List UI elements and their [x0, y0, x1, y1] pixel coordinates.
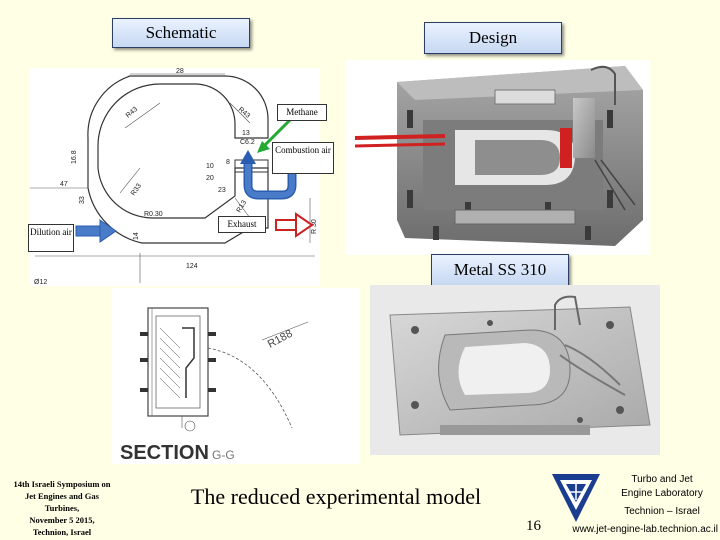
lab-line3: Technion – Israel [606, 506, 718, 517]
lab-line2-text: Engine Laboratory [621, 488, 703, 499]
section-suffix: G-G [212, 448, 235, 462]
metal-label-text: Metal SS 310 [453, 260, 547, 279]
dilution-air-arrow [75, 219, 117, 243]
lab-url[interactable]: www.jet-engine-lab.technion.ac.il [548, 524, 718, 535]
metal-photo [370, 285, 660, 455]
schematic-drawing-svg: 28 R43 R43 13 C6.2 8 10 16.8 20 47 33 R3… [30, 68, 318, 286]
dim-text: C6.2 [240, 139, 255, 146]
symposium-line: Technion, Israel [32, 527, 92, 537]
dim-text: 33 [79, 196, 86, 204]
slide-title-text: The reduced experimental model [190, 484, 482, 509]
section-dim: R188 [266, 328, 295, 351]
design-label-text: Design [468, 28, 518, 47]
symposium-info: 14th Israeli Symposium on Jet Engines an… [4, 478, 120, 538]
design-render [345, 60, 650, 255]
dim-text: 47 [60, 181, 68, 188]
page-number: 16 [526, 518, 541, 535]
lab-line1: Turbo and Jet [606, 474, 718, 485]
symposium-line: November 5 2015, [29, 515, 95, 525]
dilution-air-label: Dilution air [28, 224, 74, 252]
page-number-text: 16 [526, 518, 541, 534]
symposium-line: Jet Engines and Gas [25, 491, 99, 501]
dilution-air-label-text: Dilution air [30, 227, 72, 237]
symposium-line: 14th Israeli Symposium on [13, 479, 111, 489]
metal-label: Metal SS 310 [431, 254, 569, 286]
lab-url-text[interactable]: www.jet-engine-lab.technion.ac.il [572, 524, 718, 535]
methane-arrow [257, 116, 294, 153]
methane-label: Methane [277, 104, 327, 121]
technion-logo [548, 470, 604, 526]
section-drawing-svg: R188 SECTION G-G [120, 307, 309, 464]
combustion-air-label: Combustion air [272, 142, 334, 174]
combustion-air-arrow [240, 150, 297, 200]
dim-text: 13 [242, 130, 250, 137]
methane-label-text: Methane [286, 107, 318, 117]
exhaust-label: Exhaust [218, 216, 266, 233]
dim-text: 8 [226, 159, 230, 166]
exhaust-label-text: Exhaust [227, 219, 257, 229]
dim-text: 124 [186, 263, 198, 270]
lab-line1-text: Turbo and Jet [631, 474, 693, 485]
dim-text: 10 [206, 163, 214, 170]
slide-title: The reduced experimental model [150, 484, 522, 510]
dim-text: R 30 [311, 219, 318, 234]
design-render-svg [354, 65, 643, 246]
design-label: Design [424, 22, 562, 54]
exhaust-arrow [275, 212, 314, 238]
dim-text: 16.8 [71, 150, 78, 164]
section-title: SECTION [120, 442, 209, 464]
schematic-label-text: Schematic [145, 23, 217, 42]
dim-text: 14 [133, 232, 140, 240]
symposium-line: Turbines, [44, 503, 80, 513]
schematic-label: Schematic [112, 18, 250, 48]
dim-text: Ø12 [34, 279, 47, 286]
dim-text: R0.30 [144, 211, 163, 218]
dim-text: 28 [176, 68, 184, 75]
combustion-air-label-text: Combustion air [275, 145, 331, 155]
metal-photo-svg [389, 295, 651, 436]
dim-text: 20 [206, 175, 214, 182]
technion-logo-svg [552, 474, 600, 522]
schematic-drawing: 28 R43 R43 13 C6.2 8 10 16.8 20 47 33 R3… [30, 68, 320, 286]
section-drawing: R188 SECTION G-G [112, 288, 360, 464]
dim-text: 23 [218, 187, 226, 194]
lab-line2: Engine Laboratory [606, 488, 718, 499]
lab-line3-text: Technion – Israel [624, 506, 700, 517]
